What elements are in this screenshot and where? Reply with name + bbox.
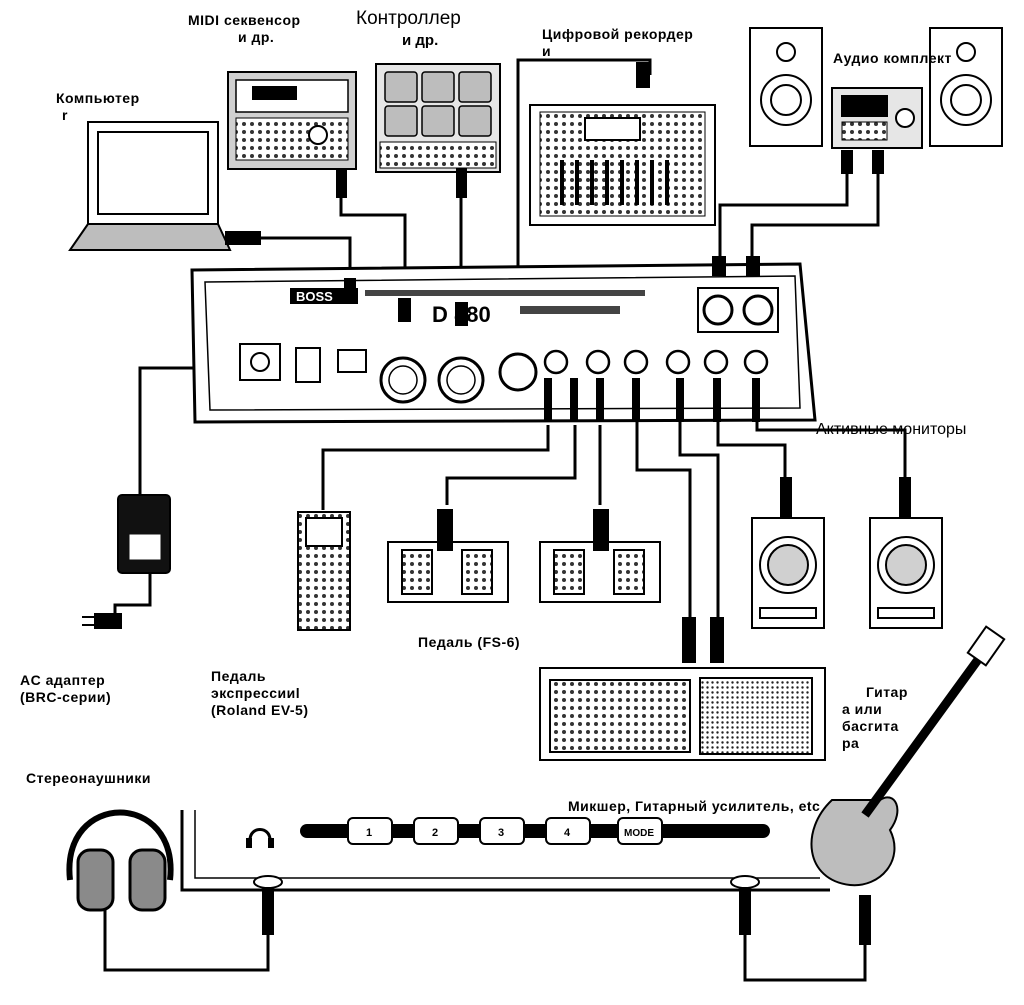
label-active-monitors: Активные мониторы (816, 421, 967, 438)
headphone-cable (103, 905, 270, 972)
footswitch-label-4: 4 (564, 827, 571, 839)
label-guitar: Гитар а или басгита ра (842, 684, 908, 751)
expression-pedal-illustration (297, 511, 351, 631)
laptop-illustration (68, 121, 261, 251)
label-expression-pedal: Педаль экспрессииl (Roland EV-5) (211, 668, 309, 718)
active-monitor-right-illustration (869, 477, 943, 629)
label-computer: Компьютер r (56, 90, 140, 123)
audio-cable-left (718, 170, 849, 258)
pad-controller-illustration (375, 63, 501, 198)
headphone-jack-icon (248, 828, 272, 841)
midi-cable-sequencer (339, 196, 407, 300)
cables (103, 58, 907, 982)
label-audio-system: Аудио комплект (833, 50, 952, 66)
headphones-illustration (66, 809, 174, 912)
audio-cable-right (750, 170, 880, 258)
monitor-cable-left (716, 420, 787, 480)
brand-text: BOSS (296, 289, 333, 304)
audio-system-illustration (749, 27, 1003, 174)
mixer-and-amp-illustration (539, 617, 826, 761)
active-monitor-left-illustration (751, 477, 825, 629)
label-midi-sequencer: MIDI секвенсор и др. (188, 12, 301, 45)
main-unit-rear-panel: BOSS D 880 (190, 256, 817, 424)
fs-cable-1 (445, 425, 577, 505)
guitar-cable (743, 935, 867, 982)
footswitch-right-illustration (539, 509, 661, 603)
footswitch-label-mode: MODE (624, 828, 654, 839)
digital-recorder-illustration (529, 62, 716, 226)
label-footswitch: Педаль (FS-6) (418, 634, 521, 650)
label-digital-recorder: Цифровой рекордер и (542, 26, 694, 59)
footswitch-label-3: 3 (498, 827, 504, 839)
ac-adapter-illustration (82, 494, 171, 629)
footswitch-label-2: 2 (432, 827, 438, 839)
label-mixer-amp: Микшер, Гитарный усилитель, etc (568, 798, 821, 814)
main-unit-front-panel: 1 2 3 4 MODE (180, 810, 871, 945)
speaker-left (749, 27, 823, 147)
label-headphones: Стереонаушники (26, 770, 152, 786)
speaker-right (929, 27, 1003, 147)
label-controller: Контроллер и др. (356, 8, 461, 49)
receiver-unit (831, 87, 923, 149)
footswitch-label-1: 1 (366, 827, 372, 839)
footswitch-left-illustration (387, 509, 509, 603)
monitor-cable-right (755, 420, 907, 480)
expression-cable (321, 425, 550, 510)
label-ac-adapter: AC адаптер (BRC-серии) (20, 672, 112, 705)
mixer-cable-2 (678, 420, 720, 620)
guitar-illustration (810, 625, 1006, 887)
mixer-cable-1 (635, 420, 692, 620)
midi-sequencer-illustration (227, 71, 357, 198)
